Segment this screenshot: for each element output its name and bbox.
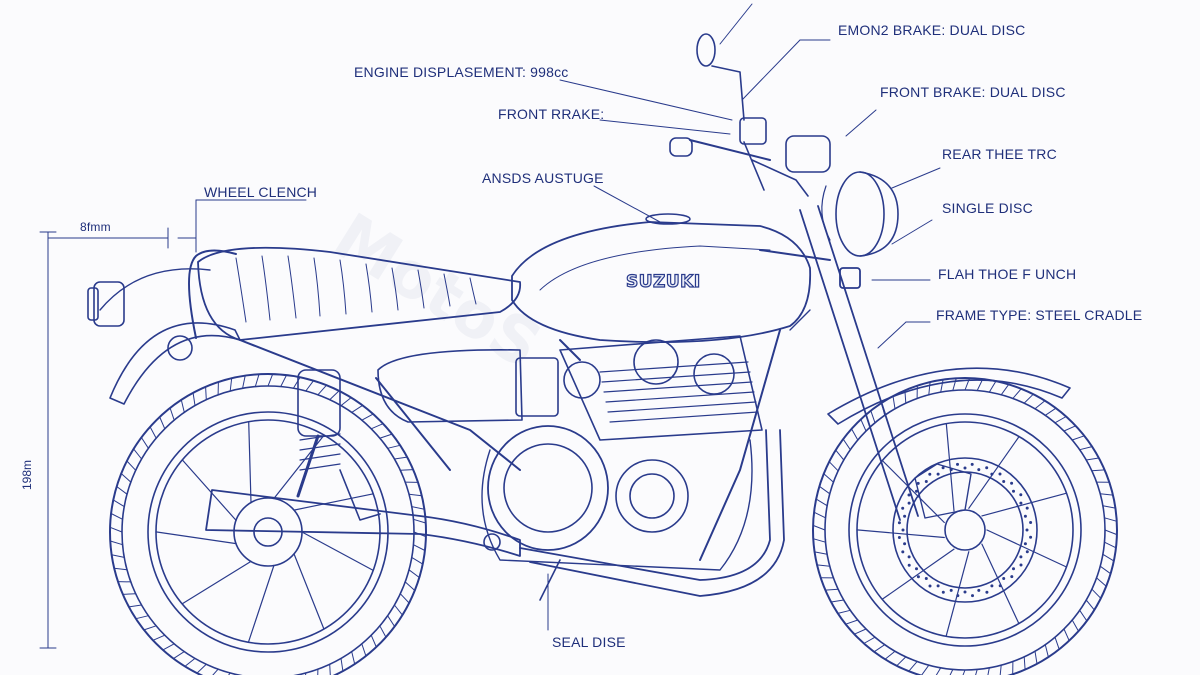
dimension-height: 198m [20, 459, 34, 490]
label-wheel-clench: WHEEL CLENCH [204, 184, 318, 200]
label-front-brake-dual: FRONT BRAKE: DUAL DISC [880, 84, 1066, 100]
rear-wheel [109, 373, 427, 675]
frame [239, 249, 831, 561]
label-single-disc: SINGLE DISC [942, 200, 1033, 216]
grab-rail [188, 249, 237, 339]
side-cover [377, 349, 523, 423]
label-emon-brake: EMON2 BRAKE: DUAL DISC [838, 22, 1026, 38]
front-fork [799, 205, 919, 521]
leader-lines [195, 3, 941, 631]
label-flash-lunch: FLAH THOE F UNCH [938, 266, 1077, 282]
label-ansds-austuge: ANSDS AUSTUGE [482, 170, 604, 186]
label-engine-displacement: ENGINE DISPLASEMENT: 998cc [354, 64, 569, 80]
grip [669, 137, 693, 157]
label-seal-dise: SEAL DISE [552, 634, 626, 650]
headlight [821, 171, 899, 257]
fuel-tank [511, 221, 812, 344]
label-frame-type: FRAME TYPE: STEEL CRADLE [936, 307, 1143, 323]
exhaust [205, 429, 785, 597]
dimension-lines [39, 199, 197, 649]
engine [481, 335, 763, 571]
mirror [696, 33, 716, 67]
label-front-brake: FRONT RRAKE: [498, 106, 605, 122]
seat [197, 246, 522, 341]
speedometer [785, 135, 831, 173]
front-wheel [812, 377, 1118, 675]
label-rear-tire: REAR THEE TRC [942, 146, 1057, 162]
dimension-length: 8fmm [80, 220, 111, 234]
brand-logo: SUZUKI [625, 271, 701, 292]
tail-light [93, 281, 125, 327]
front-fender [827, 367, 1071, 425]
rear-fender [109, 322, 241, 405]
